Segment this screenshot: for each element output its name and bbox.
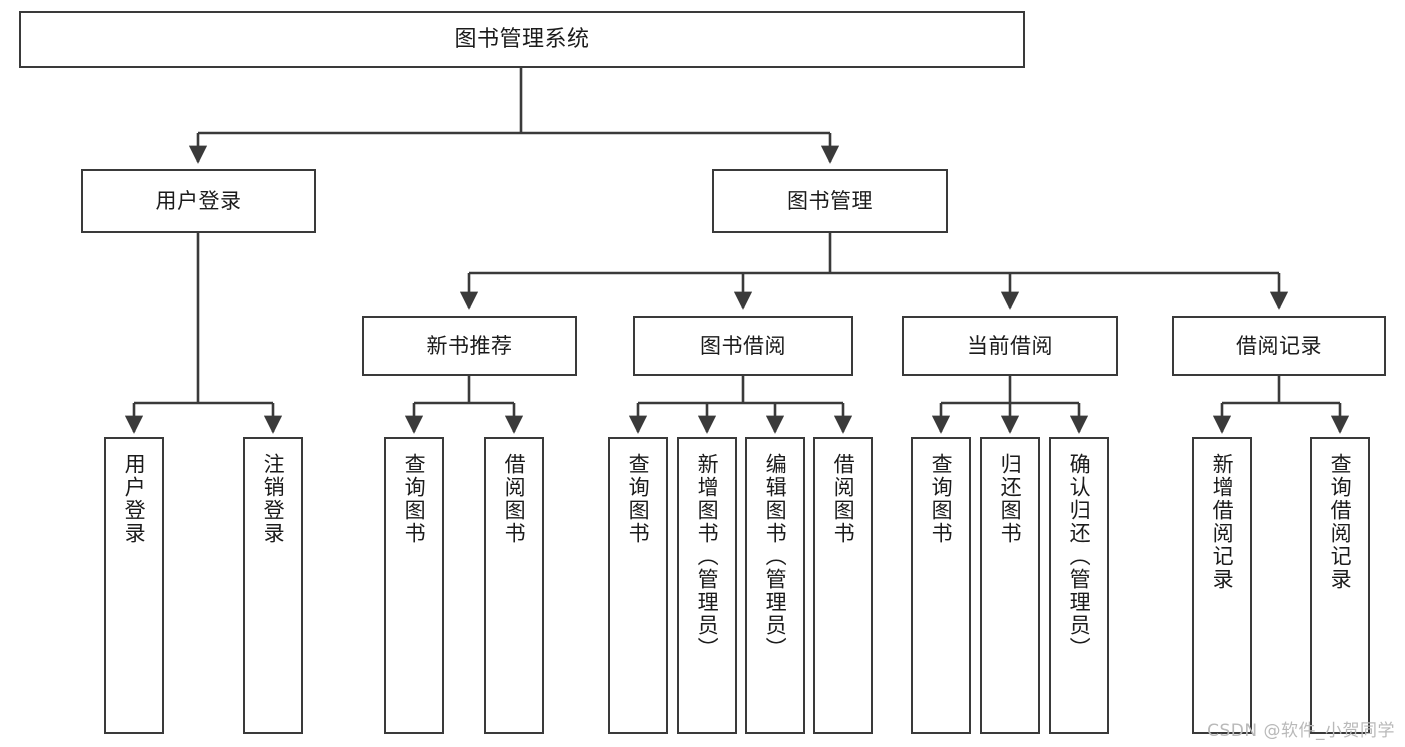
node-label: 借阅图书 [502, 453, 527, 545]
node-label: 借阅记录 [1236, 333, 1322, 358]
leaf-query-book-current[interactable]: 查询图书 [911, 437, 971, 734]
node-label: 新书推荐 [426, 333, 513, 358]
leaf-user-login[interactable]: 用户登录 [104, 437, 164, 734]
node-label: 查询借阅记录 [1328, 453, 1353, 591]
node-current-borrow[interactable]: 当前借阅 [902, 316, 1118, 376]
leaf-add-book-admin[interactable]: 新增图书（管理员） [677, 437, 737, 734]
leaf-return-book[interactable]: 归还图书 [980, 437, 1040, 734]
node-label: 借阅图书 [831, 453, 856, 545]
node-label: 新增借阅记录 [1210, 453, 1235, 591]
leaf-query-book-borrow[interactable]: 查询图书 [608, 437, 668, 734]
node-label: 图书管理 [787, 188, 873, 213]
node-label: 图书管理系统 [454, 26, 590, 52]
leaf-add-borrow-record[interactable]: 新增借阅记录 [1192, 437, 1252, 734]
node-new-book-recommend[interactable]: 新书推荐 [362, 316, 577, 376]
node-label: 编辑图书（管理员） [763, 453, 788, 660]
node-label: 查询图书 [626, 453, 651, 545]
node-label: 用户登录 [122, 453, 147, 545]
leaf-confirm-return-admin[interactable]: 确认归还（管理员） [1049, 437, 1109, 734]
leaf-query-borrow-record[interactable]: 查询借阅记录 [1310, 437, 1370, 734]
leaf-borrow-book-new[interactable]: 借阅图书 [484, 437, 544, 734]
node-label: 查询图书 [929, 453, 954, 545]
leaf-query-book-new[interactable]: 查询图书 [384, 437, 444, 734]
leaf-logout[interactable]: 注销登录 [243, 437, 303, 734]
node-label: 用户登录 [155, 188, 242, 213]
node-borrow-record[interactable]: 借阅记录 [1172, 316, 1386, 376]
node-root-book-management-system[interactable]: 图书管理系统 [19, 11, 1025, 68]
node-book-borrow[interactable]: 图书借阅 [633, 316, 853, 376]
leaf-borrow-book[interactable]: 借阅图书 [813, 437, 873, 734]
node-label: 新增图书（管理员） [695, 453, 720, 660]
node-label: 确认归还（管理员） [1067, 453, 1092, 660]
node-user-login[interactable]: 用户登录 [81, 169, 316, 233]
csdn-watermark: CSDN @软件_小贺同学 [1207, 721, 1395, 741]
node-label: 图书借阅 [700, 333, 786, 358]
leaf-edit-book-admin[interactable]: 编辑图书（管理员） [745, 437, 805, 734]
node-label: 当前借阅 [967, 333, 1053, 358]
node-label: 查询图书 [402, 453, 427, 545]
node-book-management[interactable]: 图书管理 [712, 169, 948, 233]
node-label: 注销登录 [261, 453, 286, 545]
node-label: 归还图书 [998, 453, 1023, 545]
